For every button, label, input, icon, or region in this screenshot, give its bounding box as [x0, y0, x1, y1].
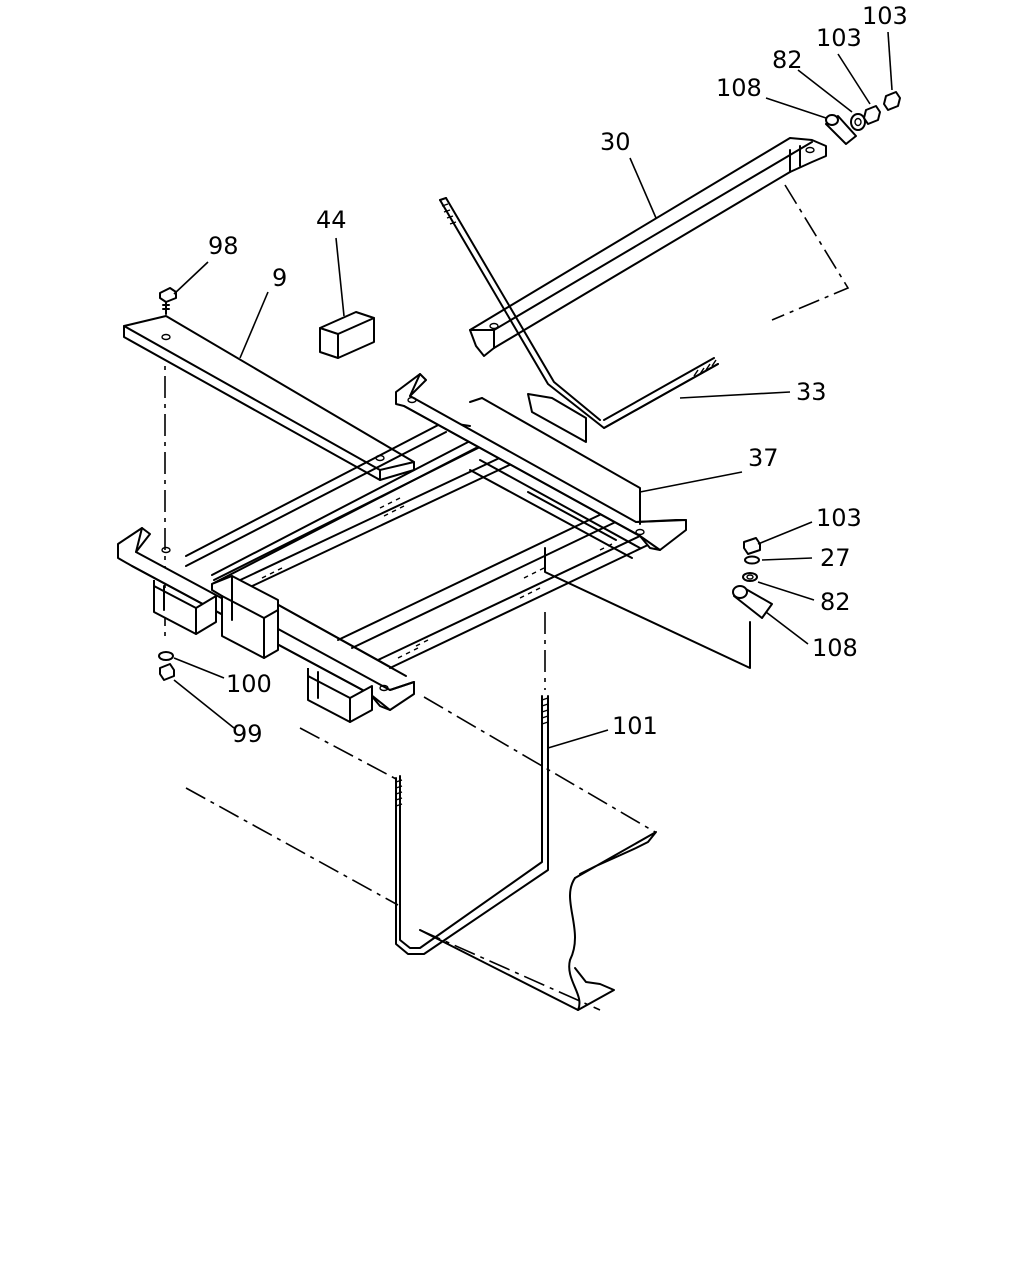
- callout-103: 103: [816, 504, 862, 532]
- main-frame: [185, 421, 651, 677]
- assembly-center-lines: [164, 184, 850, 1011]
- part-98-bolt: [159, 287, 177, 315]
- callout-27: 27: [820, 544, 851, 572]
- tank-section: [419, 831, 657, 1011]
- callout-82: 82: [772, 46, 803, 74]
- callout-labels: 103 103 82 108 30 44 98 9 33 37 103 27 8…: [208, 2, 908, 748]
- leader-lines: [173, 31, 893, 749]
- callout-100: 100: [226, 670, 272, 698]
- hardware-top-right: [825, 91, 901, 145]
- callout-37: 37: [748, 444, 779, 472]
- rear-cross-channel: [117, 527, 415, 723]
- part-30-upper-bar: [469, 137, 827, 357]
- hardware-left: [158, 651, 175, 681]
- callout-30: 30: [600, 128, 631, 156]
- callout-9: 9: [272, 264, 287, 292]
- callout-103: 103: [862, 2, 908, 30]
- callout-44: 44: [316, 206, 347, 234]
- callout-108: 108: [812, 634, 858, 662]
- part-37-cross-channel: [395, 373, 687, 551]
- part-101-u-bolt: [395, 695, 549, 955]
- part-33-rod: [439, 197, 719, 429]
- callout-103: 103: [816, 24, 862, 52]
- part-44-block: [319, 311, 375, 359]
- callout-101: 101: [612, 712, 658, 740]
- callout-33: 33: [796, 378, 827, 406]
- hardware-right: [544, 537, 773, 669]
- callout-108: 108: [716, 74, 762, 102]
- callout-82: 82: [820, 588, 851, 616]
- callout-98: 98: [208, 232, 239, 260]
- callout-99: 99: [232, 720, 263, 748]
